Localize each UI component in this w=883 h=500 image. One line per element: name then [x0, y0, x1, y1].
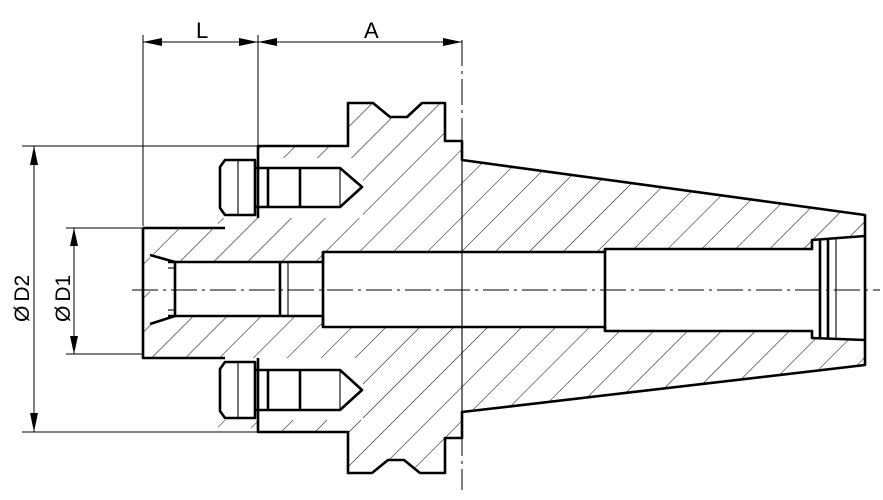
- diameter-d2-dimension: [22, 145, 258, 433]
- dimension-label-d1: Ø D1: [52, 275, 75, 322]
- length-dimensions: [142, 35, 462, 226]
- section-hatching: [143, 103, 865, 473]
- dimension-label-l: L: [196, 18, 208, 43]
- dimension-label-a: A: [364, 18, 379, 43]
- diameter-symbol-d2: Ø: [11, 306, 34, 322]
- diameter-text-d1: D1: [52, 275, 75, 302]
- diameter-d1-dimension: [66, 227, 143, 355]
- bore-outline: [149, 234, 866, 342]
- lower-screw: [218, 360, 364, 420]
- upper-screw: [218, 158, 364, 217]
- dimension-label-d2: Ø D2: [11, 275, 34, 322]
- diameter-symbol-d1: Ø: [52, 306, 75, 322]
- diameter-text-d2: D2: [11, 275, 34, 302]
